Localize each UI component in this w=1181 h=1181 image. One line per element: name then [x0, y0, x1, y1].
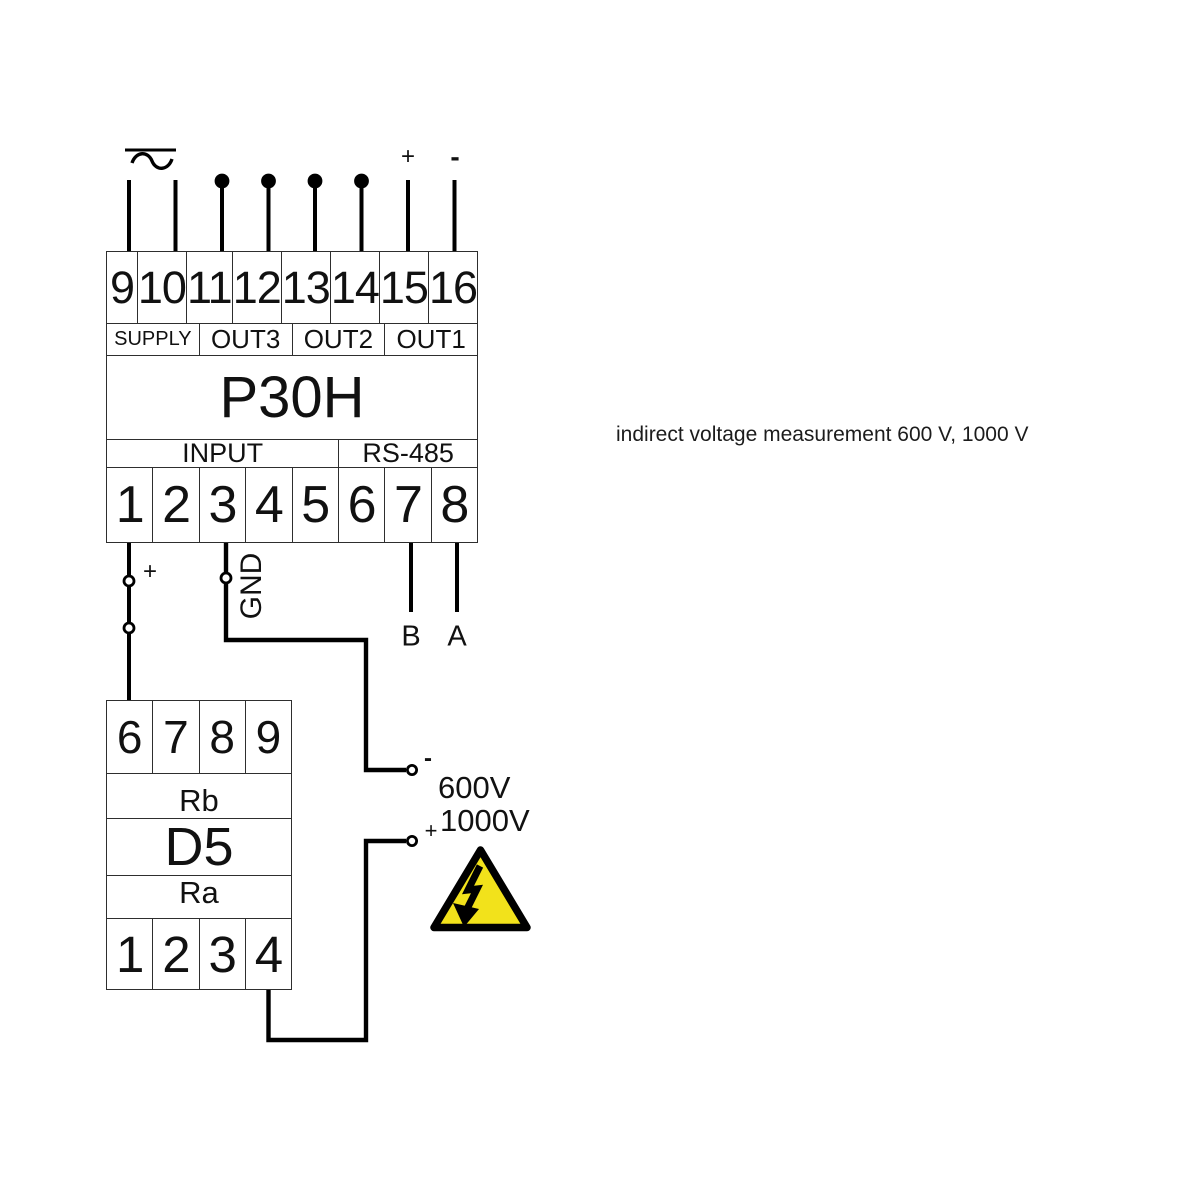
group-out2: OUT2 — [291, 324, 385, 355]
terminal-5: 5 — [291, 468, 338, 542]
terminal-15: 15 — [378, 252, 429, 323]
voltage-600-label: 600V — [438, 770, 511, 805]
p30h-name-row: P30H — [107, 355, 477, 439]
terminal-9: 9 — [109, 261, 135, 313]
terminal-2: 2 — [152, 468, 198, 542]
contact-dot-13 — [307, 173, 323, 189]
group-out1: OUT1 — [384, 324, 477, 355]
gnd-wire — [223, 543, 406, 773]
d5-terminal-6: 6 — [116, 711, 143, 763]
ac-supply-icon — [125, 148, 176, 170]
terminal-1: 1 — [115, 476, 145, 534]
contact-dot-12 — [261, 173, 276, 189]
high-voltage-warning-icon — [430, 846, 531, 932]
terminal-12: 12 — [231, 252, 282, 323]
device-name: P30H — [219, 365, 365, 430]
terminal-3: 3 — [198, 468, 245, 542]
terminal-4: 4 — [245, 468, 291, 542]
terminal-10: 10 — [136, 252, 187, 323]
input-plus-label: + — [142, 558, 158, 585]
high-voltage-bolt-arrowhead — [453, 903, 479, 927]
ra-label: Ra — [179, 875, 219, 910]
terminal-16: 16 — [427, 252, 478, 323]
break-circle-upper — [122, 574, 136, 588]
group-supply: SUPPLY — [114, 328, 192, 350]
rb-label: Rb — [179, 783, 219, 818]
terminal-14: 14 — [329, 252, 380, 323]
gnd-label: GND — [235, 552, 268, 620]
meas-plus-label: + — [424, 818, 438, 843]
terminal-13: 13 — [280, 252, 331, 323]
d5-top-terminal-row: 6 7 8 9 — [107, 701, 291, 773]
rs485-b-label: B — [401, 620, 421, 653]
out1-minus-label: - — [450, 141, 460, 172]
d5-terminal-3: 3 — [198, 919, 245, 989]
d5-ra-row: Ra — [107, 875, 291, 918]
d5-terminal-8: 8 — [198, 701, 245, 773]
gnd-break-circle — [219, 571, 233, 585]
d5-terminal-2: 2 — [152, 919, 198, 989]
break-circle-lower — [122, 621, 136, 635]
meas-minus-circle — [405, 764, 418, 777]
contact-dot-11 — [214, 173, 230, 189]
d5-terminal-9: 9 — [244, 701, 291, 773]
terminal-8: 8 — [430, 468, 477, 542]
d5-name-row: D5 — [107, 817, 291, 877]
meas-minus-label: - — [424, 745, 432, 772]
d5-divider-block: 6 7 8 9 Rb D5 Ra 1 2 3 4 — [106, 700, 292, 990]
out1-plus-label: + — [400, 143, 416, 170]
p30h-section-row: INPUT RS-485 — [107, 438, 477, 468]
meas-plus-wire — [266, 838, 406, 1043]
d5-name: D5 — [164, 817, 234, 877]
p30h-bottom-terminal-row: 1 2 3 4 5 6 7 8 — [107, 467, 477, 542]
d5-bottom-terminal-row: 1 2 3 4 — [107, 918, 291, 989]
p30h-device-block: 9 10 11 12 13 14 15 16 SUPPLY OUT3 OUT2 … — [106, 251, 478, 543]
group-out3: OUT3 — [198, 324, 292, 355]
rs485-a-label: A — [447, 620, 467, 653]
d5-rb-row: Rb — [107, 773, 291, 818]
meas-plus-circle — [405, 835, 418, 848]
section-rs485: RS-485 — [338, 438, 477, 468]
contact-dot-14 — [354, 173, 369, 189]
annotation-text: indirect voltage measurement 600 V, 1000… — [616, 423, 1029, 446]
terminal-11: 11 — [185, 252, 233, 323]
d5-terminal-4: 4 — [244, 919, 291, 989]
high-voltage-bolt-icon — [461, 864, 484, 913]
p30h-group-row: SUPPLY OUT3 OUT2 OUT1 — [107, 323, 477, 355]
d5-terminal-7: 7 — [152, 701, 198, 773]
d5-terminal-1: 1 — [115, 925, 144, 983]
terminal-7: 7 — [384, 468, 430, 542]
voltage-1000-label: 1000V — [440, 803, 530, 838]
terminal-6: 6 — [337, 468, 384, 542]
p30h-top-terminal-row: 9 10 11 12 13 14 15 16 — [107, 252, 478, 323]
section-input: INPUT — [182, 438, 264, 468]
